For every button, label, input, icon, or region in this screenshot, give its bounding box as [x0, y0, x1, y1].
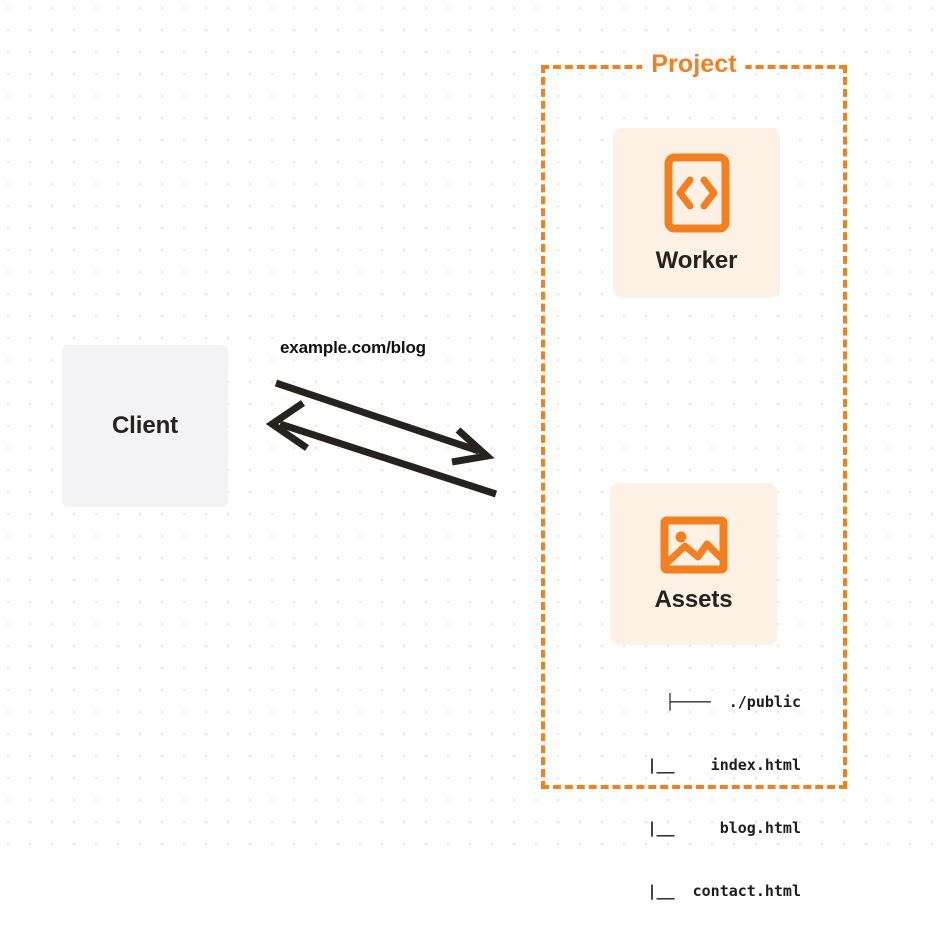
diagram-canvas: Client example.com/blog Project Worker — [0, 0, 938, 900]
code-brackets-icon — [664, 153, 730, 233]
project-label: Project — [642, 52, 746, 77]
arrow-right-icon — [274, 379, 495, 466]
worker-node[interactable]: Worker — [613, 128, 780, 298]
file-tree-row-public: ├──── ./public — [665, 693, 801, 711]
assets-node[interactable]: Assets — [610, 483, 777, 645]
arrow-left-icon — [265, 400, 498, 498]
file-tree-row-index: |__ index.html — [593, 756, 801, 774]
assets-file-tree: ├──── ./public |__ index.html |__ blog.h… — [586, 650, 801, 944]
assets-label: Assets — [654, 586, 733, 613]
client-node[interactable]: Client — [62, 345, 228, 507]
image-picture-icon — [660, 516, 728, 574]
project-container: Project — [541, 52, 847, 789]
client-label: Client — [111, 412, 179, 439]
request-url-label: example.com/blog — [280, 338, 426, 357]
file-tree-row-contact: |__ contact.html — [593, 882, 801, 900]
worker-label: Worker — [655, 247, 738, 274]
file-tree-row-blog: |__ blog.html — [593, 819, 801, 837]
